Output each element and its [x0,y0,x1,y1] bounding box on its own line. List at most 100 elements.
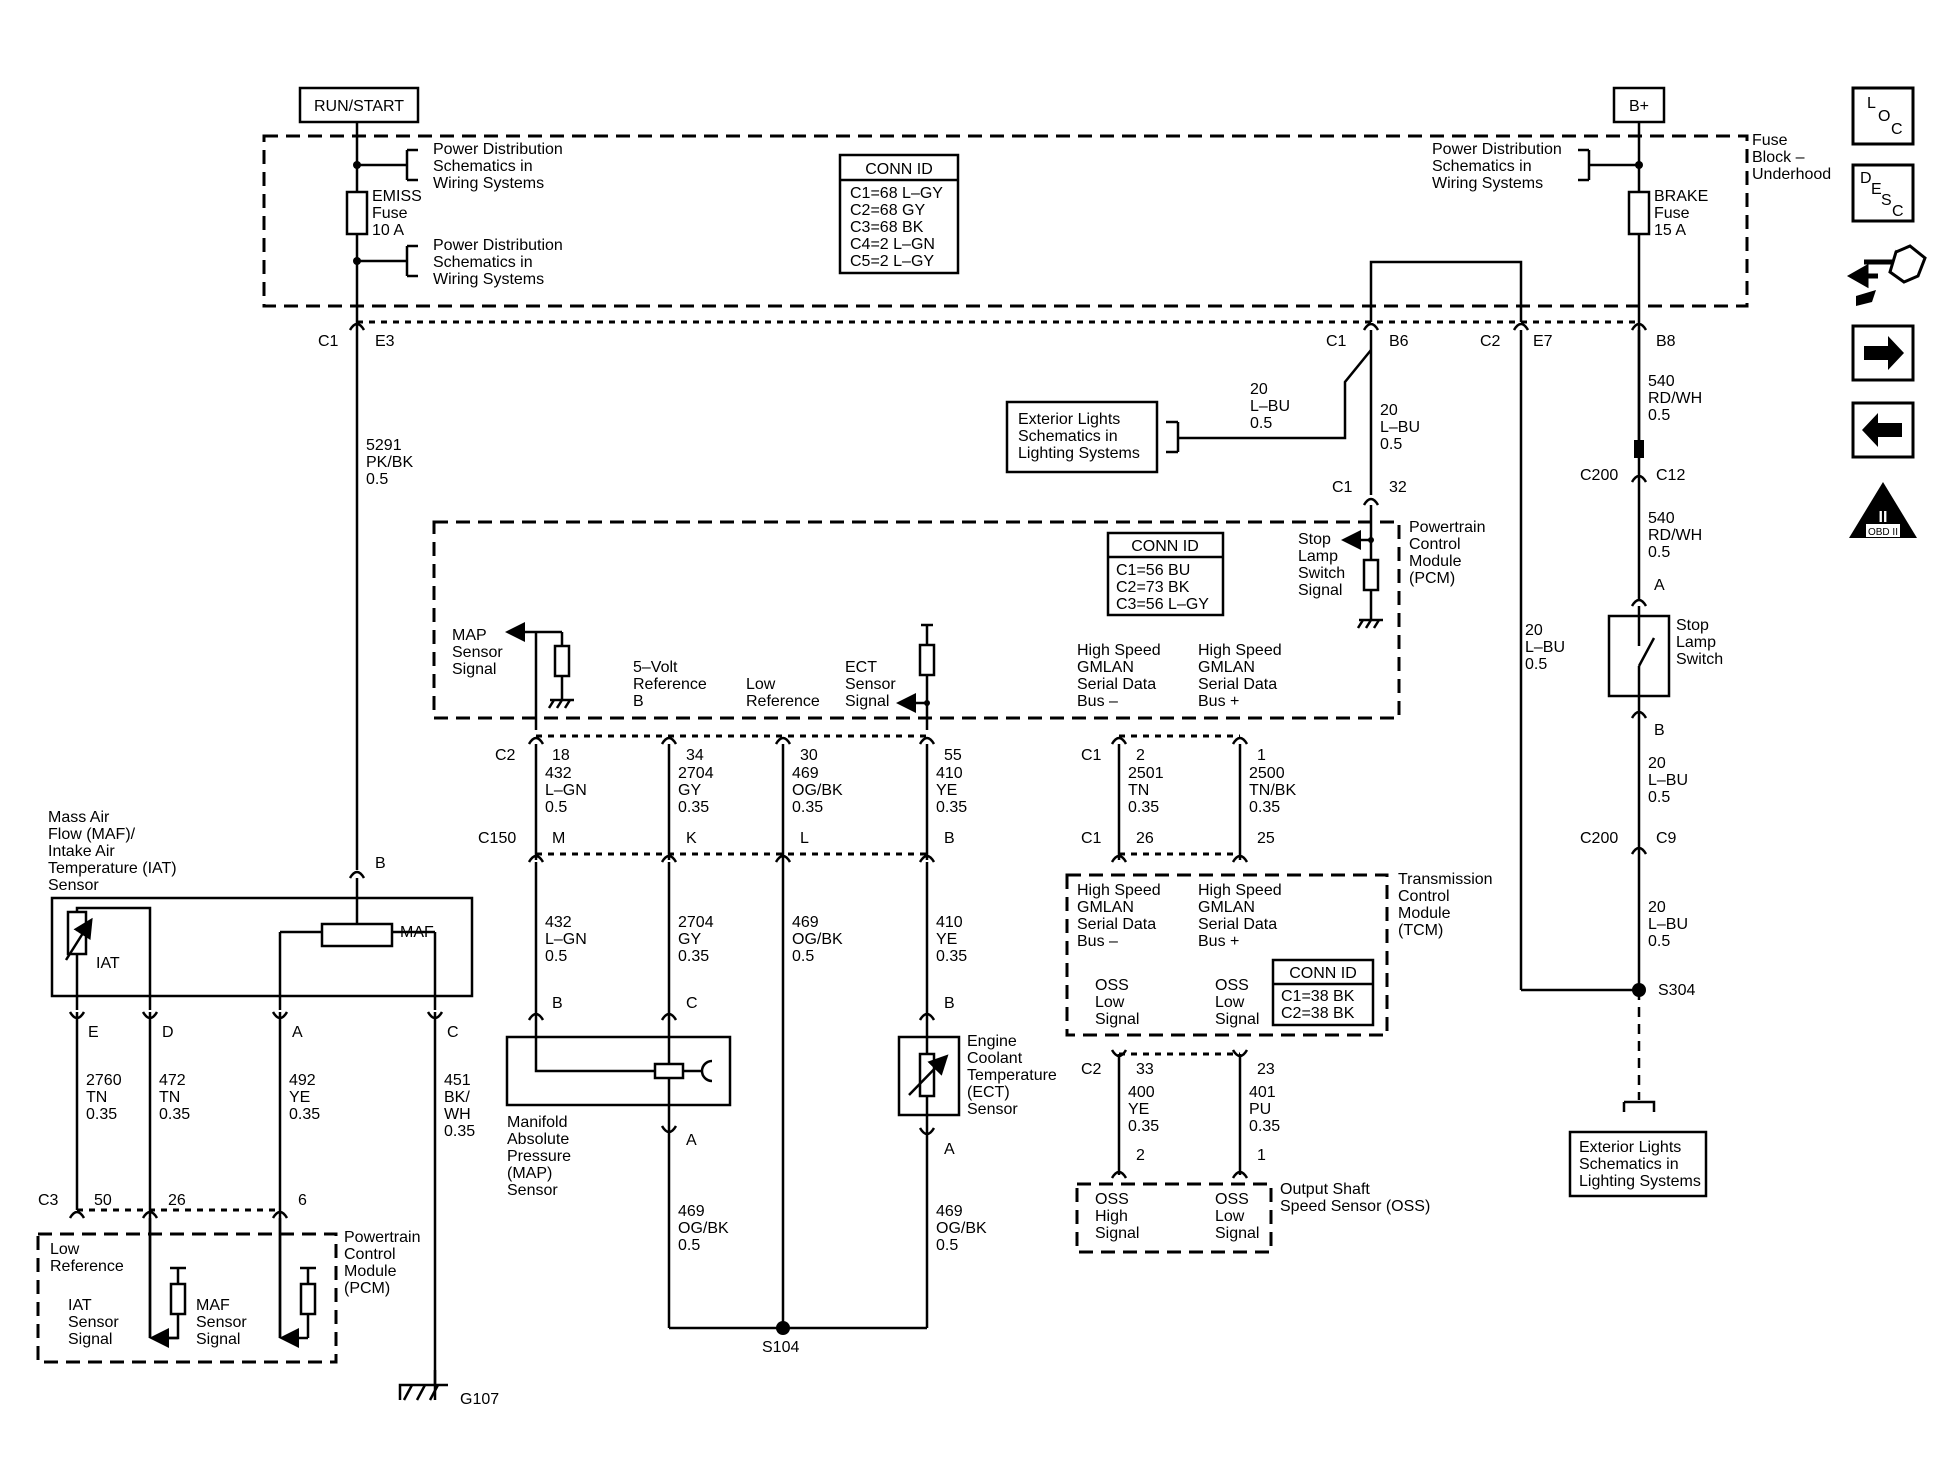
svg-text:Sensor: Sensor [68,1314,119,1331]
svg-text:0.35: 0.35 [1249,1118,1280,1135]
tcm-outline [1065,873,1389,1037]
wire-2704-a: 2704 GY 0.35 [678,765,714,816]
svg-text:Fuse: Fuse [1654,205,1690,222]
svg-text:Signal: Signal [1095,1011,1139,1028]
fuse-block-outline [262,134,1749,308]
svg-text:Signal: Signal [845,693,889,710]
maf-sensor-title: Mass Air Flow (MAF)/ Intake Air Temperat… [48,809,177,894]
svg-text:410: 410 [936,765,963,782]
svg-text:GMLAN: GMLAN [1198,899,1255,916]
svg-text:C9: C9 [1656,830,1677,847]
loc-button[interactable]: L O C [1851,86,1915,146]
svg-text:L: L [800,830,809,847]
svg-text:401: 401 [1249,1084,1276,1101]
svg-text:32: 32 [1389,479,1407,496]
svg-text:Wiring Systems: Wiring Systems [1432,175,1543,192]
svg-text:0.35: 0.35 [678,799,709,816]
svg-text:Pressure: Pressure [507,1148,571,1165]
svg-text:PK/BK: PK/BK [366,454,413,471]
svg-text:K: K [686,830,697,847]
svg-text:Coolant: Coolant [967,1050,1023,1067]
wire-472: 472 TN 0.35 [159,1072,190,1123]
svg-text:540: 540 [1648,373,1675,390]
svg-text:0.5: 0.5 [366,471,388,488]
wire-2760: 2760 TN 0.35 [86,1072,122,1123]
svg-text:0.5: 0.5 [545,948,567,965]
next-page-button[interactable] [1851,324,1915,382]
pd-ref-2[interactable]: Power Distribution Schematics in Wiring … [433,237,563,288]
svg-text:Bus –: Bus – [1077,933,1118,950]
svg-text:A: A [292,1024,303,1041]
pd-ref-3[interactable]: Power Distribution Schematics in Wiring … [1432,141,1562,192]
svg-text:20: 20 [1250,381,1268,398]
connector-end-view-icon[interactable] [1846,244,1927,306]
tcm-oss-low-a: OSS Low Signal [1095,977,1139,1028]
svg-text:Module: Module [1409,553,1462,570]
svg-text:B: B [944,830,955,847]
svg-text:C5=2 L–GY: C5=2 L–GY [850,253,934,270]
svg-text:Engine: Engine [967,1033,1017,1050]
svg-text:C1: C1 [1081,830,1102,847]
svg-text:0.35: 0.35 [444,1123,475,1140]
svg-text:0.35: 0.35 [1128,799,1159,816]
obd-ii-icon[interactable]: II OBD II [1849,482,1917,538]
pcm-top-outline [432,520,1401,720]
five-volt-ref-label: 5–Volt Reference B [633,659,707,710]
exterior-lights-ref-1[interactable]: Exterior Lights Schematics in Lighting S… [1005,400,1159,474]
svg-text:M: M [552,830,565,847]
svg-text:C200: C200 [1580,467,1618,484]
svg-text:2501: 2501 [1128,765,1164,782]
svg-text:Schematics in: Schematics in [1432,158,1532,175]
svg-text:0.5: 0.5 [1250,415,1272,432]
svg-text:34: 34 [686,747,704,764]
svg-text:Transmission: Transmission [1398,871,1493,888]
svg-text:0.5: 0.5 [545,799,567,816]
svg-text:10 A: 10 A [372,222,404,239]
svg-text:0.35: 0.35 [86,1106,117,1123]
svg-text:RUN/START: RUN/START [314,98,404,115]
svg-text:Block –: Block – [1752,149,1805,166]
svg-text:Sensor: Sensor [196,1314,247,1331]
svg-text:High Speed: High Speed [1077,642,1161,659]
pcm-bottom-title: Powertrain Control Module (PCM) [344,1229,420,1297]
svg-text:26: 26 [168,1192,186,1209]
ect-signal-internal: ECT Sensor Signal [845,623,936,730]
svg-text:C1=68 L–GY: C1=68 L–GY [850,185,943,202]
svg-text:C1: C1 [1332,479,1353,496]
ect-sensor-label: Engine Coolant Temperature (ECT) Sensor [967,1033,1057,1118]
svg-text:C1: C1 [1326,333,1347,350]
svg-text:E3: E3 [375,333,395,350]
low-ref-label: Low Reference [746,676,820,710]
prev-page-button[interactable] [1851,401,1915,459]
svg-text:C1: C1 [318,333,339,350]
svg-text:30: 30 [800,747,818,764]
svg-text:(PCM): (PCM) [344,1280,390,1297]
tcm-title: Transmission Control Module (TCM) [1398,871,1493,939]
svg-text:Bus +: Bus + [1198,693,1239,710]
svg-text:A: A [944,1141,955,1158]
svg-text:TN: TN [159,1089,180,1106]
oss-low: OSS Low Signal [1215,1191,1259,1242]
ground-g107-icon: G107 [398,1370,499,1408]
svg-text:TN/BK: TN/BK [1249,782,1296,799]
svg-text:Lamp: Lamp [1676,634,1716,651]
svg-text:0.35: 0.35 [792,799,823,816]
svg-text:50: 50 [94,1192,112,1209]
pd-ref-1[interactable]: Power Distribution Schematics in Wiring … [433,141,563,192]
svg-text:Temperature (IAT): Temperature (IAT) [48,860,177,877]
svg-text:Signal: Signal [1298,582,1342,599]
svg-text:YE: YE [936,782,957,799]
svg-text:OBD II: OBD II [1868,527,1898,538]
svg-text:Sensor: Sensor [48,877,99,894]
svg-text:410: 410 [936,914,963,931]
svg-text:YE: YE [936,931,957,948]
desc-button[interactable]: D E S C [1851,163,1915,223]
svg-text:OG/BK: OG/BK [792,931,843,948]
tcm-conn-id: CONN ID C1=38 BK C2=38 BK [1271,958,1375,1027]
svg-text:B: B [944,995,955,1012]
svg-text:2704: 2704 [678,765,714,782]
exterior-lights-ref-2[interactable]: Exterior Lights Schematics in Lighting S… [1568,1130,1708,1198]
svg-text:L–BU: L–BU [1648,916,1688,933]
svg-text:CONN ID: CONN ID [865,161,933,178]
svg-text:2: 2 [1136,747,1145,764]
